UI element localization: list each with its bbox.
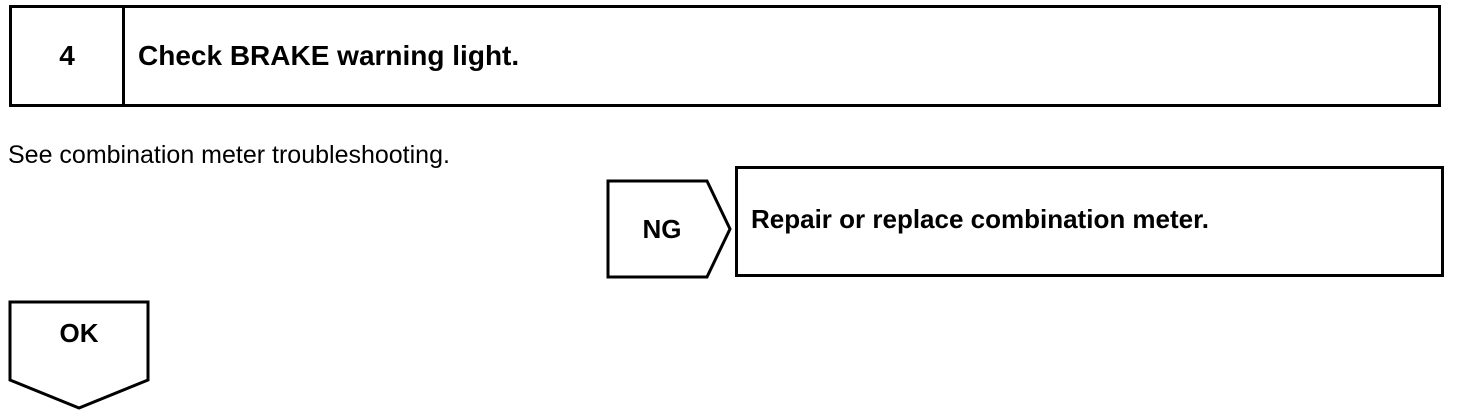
ok-arrow-shape [8,300,150,410]
step-header: 4 Check BRAKE warning light. [9,5,1441,107]
step-number: 4 [12,8,125,104]
ng-label: NG [642,213,682,244]
instruction-text: See combination meter troubleshooting. [8,141,450,169]
ok-label: OK [59,318,99,348]
ng-arrow-shape [606,179,732,279]
ng-action-text: Repair or replace combination meter. [751,204,1210,234]
ng-action-box: Repair or replace combination meter. [735,166,1444,277]
step-title: Check BRAKE warning light. [138,40,520,71]
